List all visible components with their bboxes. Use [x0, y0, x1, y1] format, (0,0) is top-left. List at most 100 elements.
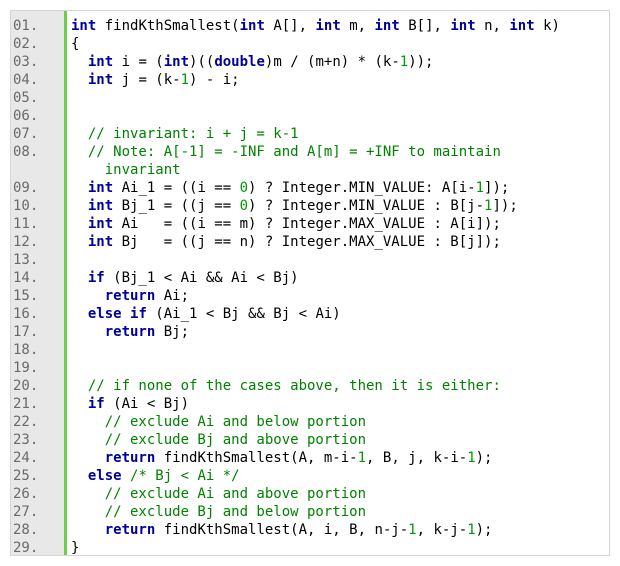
code-token: }: [71, 540, 80, 556]
code-token: Bj = ((j == n) ? Integer.MAX_VALUE : B[j…: [113, 234, 501, 250]
code-line: 06.: [11, 107, 609, 125]
code-line: 24. return findKthSmallest(A, m-i-1, B, …: [11, 449, 609, 467]
code-token: [71, 270, 88, 286]
code-token: ) ? Integer.MIN_VALUE: A[i-: [248, 180, 476, 196]
code-text: else if (Ai_1 < Bj && Bj < Ai): [57, 305, 341, 323]
code-line: 20. // if none of the cases above, then …: [11, 377, 609, 395]
code-token: [71, 72, 88, 88]
comment-token: // exclude Ai and below portion: [104, 414, 367, 430]
keyword-token: return: [104, 522, 156, 538]
code-text: return findKthSmallest(A, m-i-1, B, j, k…: [57, 449, 493, 467]
line-number: 01.: [13, 18, 39, 34]
code-token: , k-j-: [416, 522, 468, 538]
keyword-token: return: [104, 324, 156, 340]
code-line: 12. int Bj = ((j == n) ? Integer.MAX_VAL…: [11, 233, 609, 251]
code-line: 03. int i = (int)((double)m / (m+n) * (k…: [11, 53, 609, 71]
code-token: [71, 414, 105, 430]
code-line: 23. // exclude Bj and above portion: [11, 431, 609, 449]
code-token: [71, 396, 88, 412]
line-number: 09.: [13, 180, 39, 196]
number-token: 1: [408, 522, 417, 538]
code-line: 17. return Bj;: [11, 323, 609, 341]
code-token: [71, 162, 105, 178]
code-token: i = (: [113, 54, 164, 70]
code-token: findKthSmallest(: [96, 18, 240, 34]
comment-token: // Note: A[-1] = -INF and A[m] = +INF to…: [87, 144, 501, 160]
code-token: [71, 306, 88, 322]
code-token: [71, 54, 88, 70]
code-token: findKthSmallest(A, i, B, n-j-: [155, 522, 409, 538]
code-token: (Ai_1 < Bj && Bj < Ai): [146, 306, 341, 322]
line-number: 15.: [13, 288, 39, 304]
code-text: // exclude Bj and above portion: [57, 431, 366, 449]
code-token: j = (k-: [113, 72, 181, 88]
code-line: 04. int j = (k-1) - i;: [11, 71, 609, 89]
comment-token: invariant: [104, 162, 181, 178]
code-token: ) ? Integer.MIN_VALUE : B[j-: [248, 198, 485, 214]
code-token: {: [71, 36, 80, 52]
keyword-token: int: [87, 234, 114, 250]
code-lines: 01.int findKthSmallest(int A[], int m, i…: [11, 17, 609, 557]
code-line: 28. return findKthSmallest(A, i, B, n-j-…: [11, 521, 609, 539]
line-number: 05.: [13, 90, 39, 106]
keyword-token: int: [315, 18, 341, 34]
code-line: 29.}: [11, 539, 609, 557]
keyword-token: int: [87, 216, 114, 232]
comment-token: // if none of the cases above, then it i…: [87, 378, 501, 394]
code-text: int j = (k-1) - i;: [57, 71, 240, 89]
code-token: [71, 216, 88, 232]
code-token: [122, 468, 130, 484]
line-number-gutter: [11, 11, 67, 555]
code-token: [71, 522, 105, 538]
code-line: 10. int Bj_1 = ((j == 0) ? Integer.MIN_V…: [11, 197, 609, 215]
line-number: 10.: [13, 198, 39, 214]
line-number: 29.: [13, 540, 39, 556]
line-number: 07.: [13, 126, 39, 142]
code-token: ) - i;: [189, 72, 240, 88]
keyword-token: int: [87, 54, 114, 70]
code-token: [71, 468, 88, 484]
code-line: 02. {: [11, 35, 609, 53]
code-token: (Bj_1 < Ai && Ai < Bj): [104, 270, 299, 286]
line-number: 22.: [13, 414, 39, 430]
code-text: [57, 359, 71, 377]
keyword-token: if: [87, 270, 105, 286]
code-text: // if none of the cases above, then it i…: [57, 377, 501, 395]
number-token: 0: [239, 198, 249, 214]
code-token: Ai;: [155, 288, 190, 304]
code-line: invariant: [11, 161, 609, 179]
keyword-token: int: [450, 18, 476, 34]
number-token: 1: [484, 198, 493, 214]
code-text: [57, 107, 71, 125]
code-line: 07. // invariant: i + j = k-1: [11, 125, 609, 143]
number-token: 1: [467, 522, 476, 538]
code-text: return Bj;: [57, 323, 189, 341]
line-number: 03.: [13, 54, 39, 70]
line-number: 02.: [13, 36, 39, 52]
code-text: }: [57, 539, 79, 557]
keyword-token: else: [87, 306, 122, 322]
code-token: k): [534, 18, 560, 34]
code-token: Ai = ((i == m) ? Integer.MAX_VALUE : A[i…: [113, 216, 501, 232]
code-line: 18.: [11, 341, 609, 359]
code-token: );: [475, 522, 493, 538]
code-text: // Note: A[-1] = -INF and A[m] = +INF to…: [57, 143, 501, 161]
line-number: 19.: [13, 360, 39, 376]
code-token: [71, 432, 105, 448]
code-token: ));: [408, 54, 434, 70]
code-text: int i = (int)((double)m / (m+n) * (k-1))…: [57, 53, 434, 71]
line-number: 13.: [13, 252, 39, 268]
code-token: Bj;: [155, 324, 190, 340]
line-number: 27.: [13, 504, 39, 520]
line-number: [11, 161, 57, 179]
code-token: )((: [189, 54, 215, 70]
code-text: // exclude Ai and above portion: [57, 485, 366, 503]
number-token: 1: [467, 450, 476, 466]
line-number: 11.: [13, 216, 39, 232]
line-number: 21.: [13, 396, 39, 412]
code-text: int Ai_1 = ((i == 0) ? Integer.MIN_VALUE…: [57, 179, 509, 197]
code-text: // exclude Bj and below portion: [57, 503, 366, 521]
code-token: ]);: [492, 198, 518, 214]
code-text: else /* Bj < Ai */: [57, 467, 240, 485]
code-text: int Bj = ((j == n) ? Integer.MAX_VALUE :…: [57, 233, 501, 251]
